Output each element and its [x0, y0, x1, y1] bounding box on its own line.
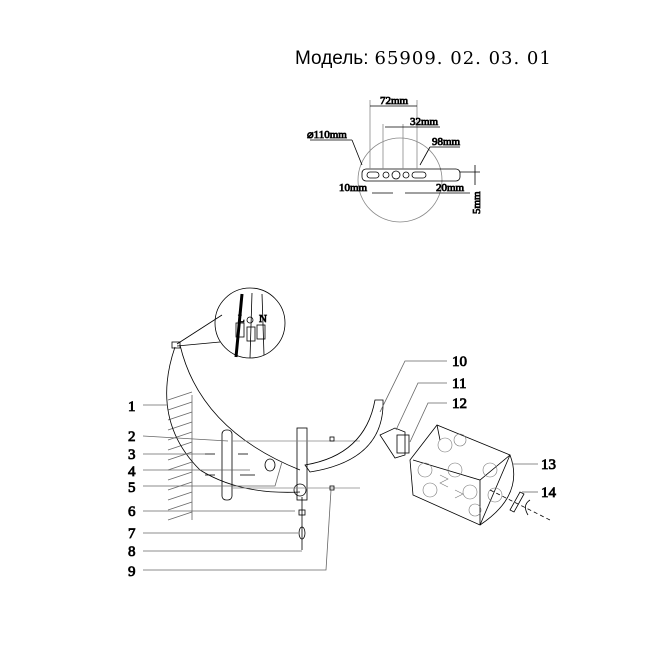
callout-2: 2	[128, 429, 136, 445]
callout-4: 4	[128, 464, 136, 480]
terminal-block-detail: L N	[176, 287, 286, 359]
bracket-knob	[293, 483, 307, 497]
callout-12: 12	[452, 396, 467, 412]
terminal-l: L	[238, 313, 245, 325]
lamp-arm	[304, 399, 384, 473]
dim-72: 72mm	[380, 95, 409, 107]
model-title: Модель: 65909. 02. 03. 01	[295, 47, 552, 70]
callout-8: 8	[128, 544, 136, 560]
chain-pendant	[298, 526, 306, 540]
dim-20: 20mm	[436, 182, 465, 194]
model-number: 65909. 02. 03. 01	[374, 48, 552, 69]
callout-11: 11	[452, 376, 466, 392]
dim-5: 5mm	[471, 191, 483, 214]
wall	[167, 391, 193, 521]
canopy-outline	[166, 346, 301, 493]
callout-1: 1	[128, 399, 136, 415]
callout-5: 5	[128, 480, 136, 496]
mounting-plate	[221, 429, 233, 501]
callout-6: 6	[128, 504, 136, 520]
chain-bead	[298, 509, 306, 516]
dim-10: 10mm	[339, 182, 368, 194]
lamp-socket	[379, 427, 406, 459]
callout-lines	[142, 360, 538, 571]
terminal-n: N	[259, 313, 267, 325]
lamp-shade	[409, 424, 515, 526]
dim-98: 98mm	[432, 136, 461, 148]
wire	[179, 344, 301, 471]
callout-14: 14	[541, 485, 557, 501]
bracket	[296, 427, 308, 501]
terminal-block	[171, 341, 181, 349]
socket-ring	[396, 434, 410, 454]
finial	[525, 499, 531, 516]
callout-9: 9	[128, 564, 136, 580]
model-label: Модель:	[295, 48, 369, 69]
finial-ring	[509, 491, 525, 513]
nut	[264, 458, 276, 472]
callout-13: 13	[541, 457, 556, 473]
dim-32: 32mm	[410, 116, 439, 128]
callout-10: 10	[452, 354, 467, 370]
nut	[329, 436, 335, 442]
nut	[329, 485, 335, 491]
callout-3: 3	[128, 447, 136, 463]
callout-7: 7	[128, 526, 136, 542]
dim-110: ⌀110mm	[307, 129, 347, 141]
mounting-plate-detail: 72mm 32mm ⌀110mm 98mm 10mm 20mm 5mm	[307, 95, 483, 223]
